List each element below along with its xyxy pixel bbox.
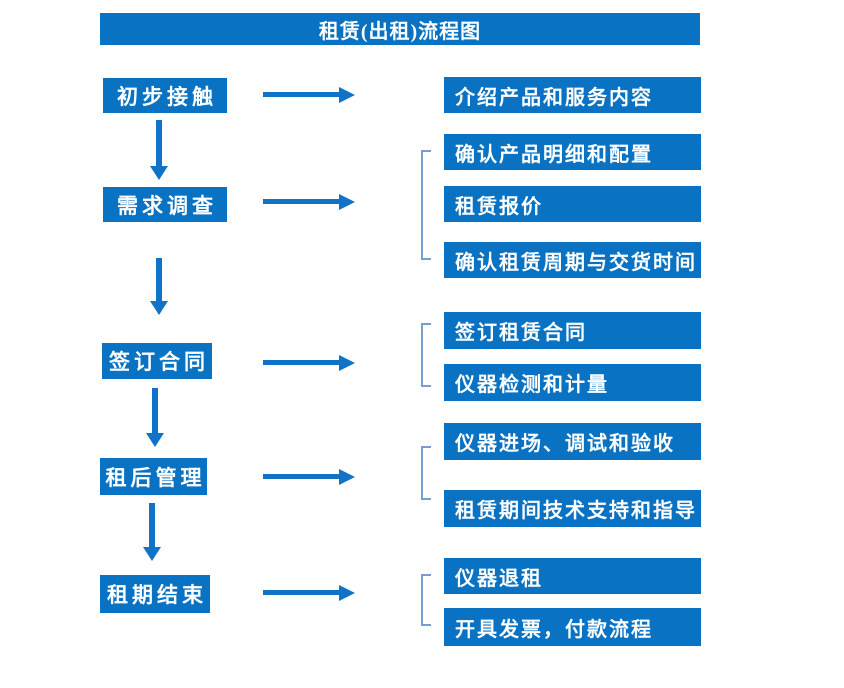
flowchart-title: 租赁(出租)流程图 (100, 13, 700, 45)
group-bracket-lease-end (421, 574, 431, 626)
flow-arrow-right-4 (263, 468, 355, 485)
flow-arrow-down-4 (149, 503, 155, 547)
detail-box-invoice-payment: 开具发票，付款流程 (444, 608, 701, 646)
group-bracket-demand-survey (421, 150, 431, 260)
step-box-contract-signing: 签订合同 (102, 343, 212, 379)
flow-arrow-right-5 (263, 584, 355, 601)
detail-box-sign-rental-contract: 签订租赁合同 (444, 312, 701, 349)
flow-arrow-down-3 (152, 388, 158, 433)
group-bracket-post-rental-management (421, 446, 431, 500)
detail-box-technical-support: 租赁期间技术支持和指导 (444, 490, 701, 527)
detail-box-confirm-product-details: 确认产品明细和配置 (444, 134, 701, 170)
flow-arrow-right-3 (263, 354, 355, 371)
step-box-lease-end: 租期结束 (100, 575, 210, 613)
detail-box-instrument-testing: 仪器检测和计量 (444, 364, 701, 401)
group-bracket-contract-signing (421, 323, 431, 387)
detail-box-confirm-rental-period: 确认租赁周期与交货时间 (444, 242, 701, 278)
detail-box-introduce-products: 介绍产品和服务内容 (444, 77, 701, 113)
detail-box-instrument-return: 仪器退租 (444, 558, 701, 594)
step-box-demand-survey: 需求调查 (103, 187, 227, 222)
step-box-post-rental-management: 租后管理 (100, 458, 207, 495)
detail-box-rental-quotation: 租赁报价 (444, 186, 701, 222)
flow-arrow-right-2 (263, 193, 355, 210)
flow-arrow-right-1 (263, 86, 355, 103)
flow-arrow-down-2 (156, 258, 162, 301)
detail-box-instrument-setup-acceptance: 仪器进场、调试和验收 (444, 423, 701, 460)
flow-arrow-down-1 (156, 120, 162, 166)
step-box-initial-contact: 初步接触 (103, 78, 227, 113)
